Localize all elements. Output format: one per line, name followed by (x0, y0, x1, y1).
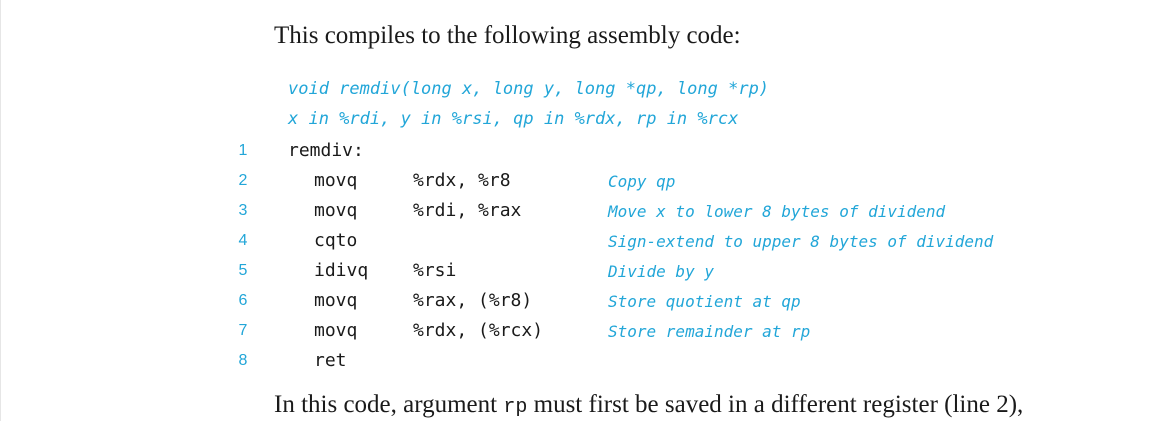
line-comment: Store remainder at rp (608, 322, 811, 341)
instruction-mnemonic: idivq (314, 260, 369, 281)
code-line: 6 movq %rax, (%r8) Store quotient at qp (0, 288, 1174, 318)
outro-text-after: must first be saved in a different regis… (527, 391, 1024, 418)
line-number: 8 (238, 352, 248, 369)
line-number: 2 (238, 172, 248, 189)
line-comment: Copy qp (608, 172, 676, 191)
line-number: 6 (238, 292, 248, 309)
line-comment: Store quotient at qp (608, 292, 801, 311)
instruction-mnemonic: movq (314, 290, 358, 311)
register-map-comment: x in %rdi, y in %rsi, qp in %rdx, rp in … (288, 109, 739, 129)
line-comment: Move x to lower 8 bytes of dividend (608, 202, 946, 221)
intro-paragraph: This compiles to the following assembly … (274, 22, 741, 49)
outro-paragraph: In this code, argument rp must first be … (274, 391, 1023, 419)
instruction-operands: %rdi, %rax (413, 200, 522, 221)
instruction-mnemonic: movq (314, 320, 358, 341)
outro-code-rp: rp (503, 396, 528, 419)
instruction-operands: %rax, (%r8) (413, 290, 533, 311)
code-line: 1 remdiv: (0, 138, 1174, 168)
code-line: 2 movq %rdx, %r8 Copy qp (0, 168, 1174, 198)
instruction-operands: %rdx, %r8 (413, 170, 511, 191)
line-comment: Sign-extend to upper 8 bytes of dividend (608, 232, 994, 251)
line-number: 3 (238, 202, 248, 219)
line-comment: Divide by y (608, 262, 714, 281)
code-line: 8 ret (0, 348, 1174, 378)
code-line: 5 idivq %rsi Divide by y (0, 258, 1174, 288)
instruction-mnemonic: ret (314, 350, 347, 371)
line-number: 5 (238, 262, 248, 279)
instruction-mnemonic: movq (314, 200, 358, 221)
page-left-rule (0, 0, 1, 421)
line-number: 7 (238, 322, 248, 339)
instruction-mnemonic: movq (314, 170, 358, 191)
instruction-operands: %rdx, (%rcx) (413, 320, 544, 341)
code-line: 3 movq %rdi, %rax Move x to lower 8 bytes o… (0, 198, 1174, 228)
code-label: remdiv: (288, 140, 364, 161)
line-number: 4 (238, 232, 248, 249)
line-number: 1 (238, 142, 248, 159)
outro-text-before: In this code, argument (274, 391, 504, 418)
code-line: 4 cqto Sign-extend to upper 8 bytes of div… (0, 228, 1174, 258)
instruction-mnemonic: cqto (314, 230, 358, 251)
instruction-operands: %rsi (413, 260, 457, 281)
function-signature-comment: void remdiv(long x, long y, long *qp, lo… (288, 79, 770, 99)
code-line: 7 movq %rdx, (%rcx) Store remainder at rp (0, 318, 1174, 348)
